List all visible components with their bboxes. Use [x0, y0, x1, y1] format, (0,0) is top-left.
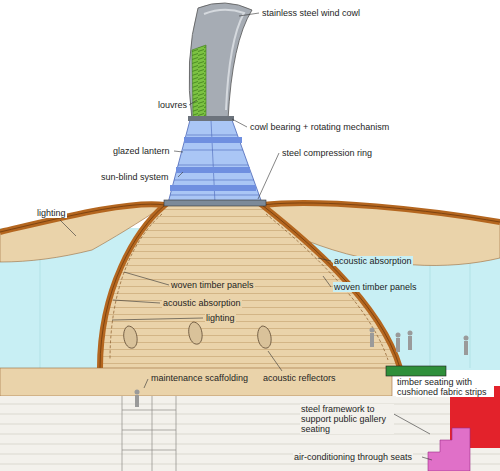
lower-floor	[0, 396, 500, 471]
callout-label: steel compression ring	[281, 148, 373, 158]
lantern-bands	[170, 120, 259, 203]
floor-line	[0, 434, 500, 435]
gallery-edge	[386, 366, 446, 376]
scaffold-rail	[122, 410, 176, 411]
timber-wall-edge	[0, 204, 165, 368]
scaffold-rail	[122, 430, 176, 431]
callout-label: acoustic reflectors	[262, 373, 337, 383]
floor-line	[0, 404, 500, 405]
sun-blinds	[170, 137, 256, 191]
callout-label: maintenance scaffolding	[150, 373, 249, 383]
cowl-bearing	[188, 116, 234, 121]
callout-label: acoustic absorption	[333, 256, 413, 266]
floor-line	[0, 424, 500, 425]
louvres	[192, 45, 206, 118]
callout-label: air-conditioning through seats	[293, 452, 413, 462]
acoustic-reflectors	[124, 322, 271, 348]
callout-label: glazed lantern	[112, 146, 171, 156]
timber-wall-edge	[262, 203, 500, 368]
scaffold-post	[122, 396, 123, 471]
callout-label: cowl bearing + rotating mechanism	[249, 122, 390, 132]
callout-label: timber seating with cushioned fabric str…	[396, 377, 494, 397]
callout-label: woven timber panels	[170, 280, 255, 290]
callout-label: acoustic absorption	[162, 298, 242, 308]
callout-label: steel framework to support public galler…	[300, 404, 394, 434]
glazed-lantern	[168, 120, 262, 203]
scaffold-post	[176, 396, 177, 471]
wind-cowl	[189, 3, 252, 120]
floor-line	[0, 444, 500, 445]
floor-line	[0, 454, 500, 455]
callout-label: lighting	[36, 208, 67, 218]
louvre-blades	[192, 45, 206, 118]
floor-line	[0, 464, 500, 465]
timber-wall	[0, 204, 165, 368]
cowl-highlight	[204, 10, 244, 110]
compression-ring	[164, 200, 266, 206]
maintenance-scaffolding	[122, 396, 176, 471]
callout-label: louvres	[157, 100, 188, 110]
callout-label: woven timber panels	[333, 282, 418, 292]
scaffold-rail	[122, 450, 176, 451]
leader-lines	[60, 13, 432, 460]
scaffold-post	[152, 396, 153, 471]
timber-wall	[262, 203, 500, 368]
callout-label: lighting	[205, 313, 236, 323]
callout-label: sun-blind system	[100, 172, 170, 182]
seating-framework	[428, 428, 470, 471]
floor-lines	[0, 404, 500, 464]
floor-band	[0, 368, 392, 396]
callout-label: stainless steel wind cowl	[261, 8, 361, 18]
floor-line	[0, 414, 500, 415]
